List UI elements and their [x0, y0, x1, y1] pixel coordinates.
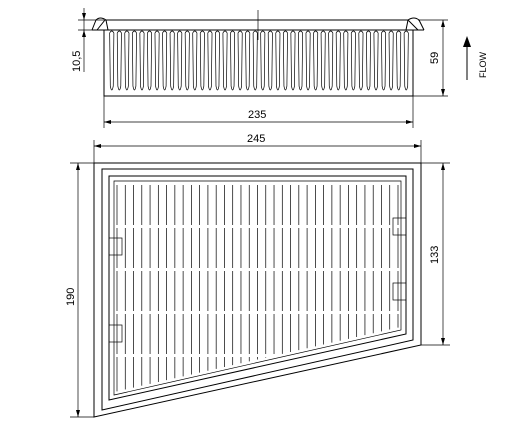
- side-pleat: [343, 30, 349, 91]
- dim-top-side: 133: [421, 162, 450, 346]
- side-pleat: [366, 30, 371, 91]
- side-pleat: [116, 30, 122, 91]
- dim-top-height-label: 190: [65, 288, 77, 306]
- side-pleat: [298, 30, 303, 91]
- side-flange: [95, 19, 420, 31]
- side-pleat: [192, 30, 198, 91]
- side-pleat: [237, 30, 243, 91]
- side-pleat: [373, 30, 379, 91]
- side-pleat: [245, 30, 251, 91]
- dim-side-width: 235: [103, 96, 414, 128]
- side-pleat: [358, 30, 364, 91]
- side-pleat: [169, 30, 175, 91]
- side-pleat: [275, 30, 281, 91]
- side-pleat: [388, 30, 394, 91]
- dim-side-width-label: 235: [248, 109, 266, 121]
- side-pleat: [305, 30, 311, 91]
- side-pleat: [199, 30, 205, 91]
- side-pleat: [230, 30, 236, 91]
- side-pleat: [403, 30, 409, 91]
- side-pleat: [267, 30, 273, 91]
- dim-top-width: 245: [93, 133, 422, 163]
- side-pleat: [290, 30, 296, 91]
- side-pleat: [162, 30, 168, 91]
- side-pleat: [139, 30, 145, 91]
- side-pleat: [282, 30, 288, 91]
- side-pleat: [154, 30, 160, 91]
- side-pleat: [222, 30, 228, 91]
- side-pleat: [335, 30, 341, 91]
- side-pleat: [215, 30, 220, 91]
- side-pleat: [131, 30, 137, 91]
- side-pleat: [184, 30, 190, 91]
- dim-side-height: 10,5: [71, 8, 104, 72]
- side-pleat: [109, 30, 115, 91]
- frame-inner: [101, 168, 414, 411]
- flow-arrow: FLOW: [463, 36, 488, 80]
- side-pleat: [328, 30, 334, 91]
- dim-side-total-label: 59: [429, 52, 441, 64]
- dim-top-width-label: 245: [247, 133, 265, 145]
- side-view: 10,5 59 235 FLOW: [71, 8, 488, 128]
- side-pleat: [396, 30, 402, 91]
- side-pleat: [320, 30, 326, 91]
- top-view: 245 190 133: [65, 133, 450, 418]
- dim-top-height: 190: [65, 162, 94, 418]
- side-pleat: [381, 30, 387, 91]
- side-pleat: [260, 30, 266, 91]
- side-pleats: [109, 30, 409, 91]
- side-pleat: [252, 30, 258, 91]
- side-tabs: [108, 217, 407, 343]
- side-pleat: [313, 30, 319, 91]
- side-pleat: [350, 30, 356, 91]
- dim-side-total: 59: [413, 19, 448, 97]
- side-pleat: [207, 30, 213, 91]
- dim-top-side-label: 133: [429, 246, 441, 264]
- dim-side-height-label: 10,5: [71, 51, 83, 72]
- flow-label: FLOW: [478, 51, 488, 78]
- top-pleats: [116, 185, 399, 392]
- side-pleat: [124, 30, 130, 91]
- media-inner: [113, 180, 402, 396]
- side-pleat: [177, 30, 183, 91]
- side-pleat: [147, 30, 152, 91]
- side-body: [103, 29, 414, 97]
